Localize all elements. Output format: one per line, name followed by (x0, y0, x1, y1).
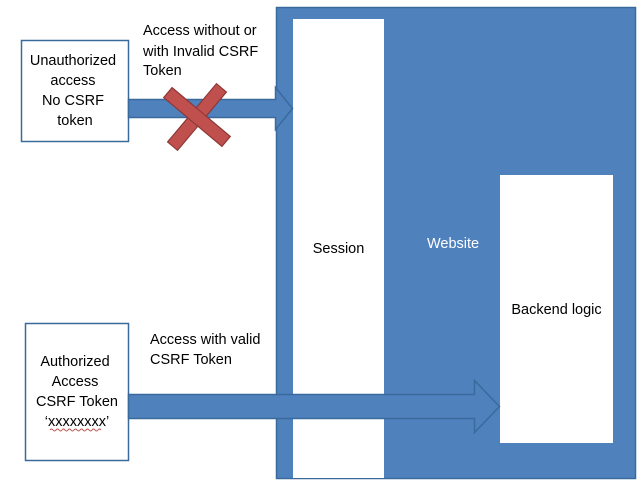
unauthorized-line-3: No CSRF (42, 93, 104, 109)
top-caption-line-3: Token (143, 63, 182, 79)
authorized-line-2: Access (52, 374, 99, 390)
unauthorized-line-2: access (50, 73, 95, 89)
authorized-box (24, 322, 130, 462)
bottom-caption-line-1: Access with valid (150, 332, 260, 348)
bottom-arrow-caption: Access with valid CSRF Token (150, 332, 264, 368)
authorized-text: Authorized Access CSRF Token (36, 354, 118, 410)
authorized-line-1: Authorized (40, 354, 109, 370)
top-caption-line-2: with Invalid CSRF (142, 44, 258, 60)
backend-label: Backend logic (511, 302, 601, 318)
backend-box (500, 175, 613, 443)
unauthorized-line-1: Unauthorized (30, 53, 116, 69)
top-arrow-caption: Access without or with Invalid CSRF Toke… (142, 23, 262, 79)
bottom-arrow (127, 378, 501, 435)
top-caption-line-1: Access without or (143, 23, 257, 39)
unauthorized-text: Unauthorized access No CSRF token (30, 53, 120, 129)
unauthorized-line-4: token (57, 113, 92, 129)
unauthorized-box (20, 39, 130, 143)
authorized-line-3: CSRF Token (36, 394, 118, 410)
authorized-token-value: ‘xxxxxxxx’ (45, 414, 109, 430)
spellcheck-squiggle (49, 428, 102, 432)
bottom-caption-line-2: CSRF Token (150, 352, 232, 368)
x-cross-icon (162, 82, 232, 152)
session-label: Session (313, 241, 365, 257)
website-label: Website (427, 236, 479, 252)
